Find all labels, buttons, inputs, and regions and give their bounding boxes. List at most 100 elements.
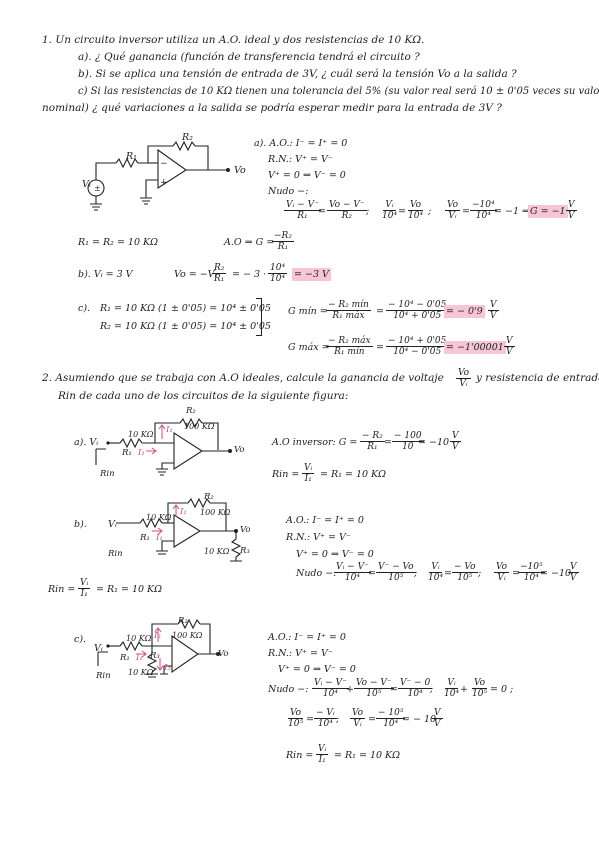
q2c-i3-label: I₃ [164,663,171,673]
q2b-r2-value: 100 KΩ [200,508,231,517]
q2-statement-line2: Rin de cada uno de los circuitos de la s… [58,390,349,402]
q2b-r3-label: R₃ [240,546,250,556]
q1a-frac2: Vo − V⁻R₂ [327,200,367,221]
q1c-gmax-label: G máx = [288,342,330,353]
q2b-rin-label: Rin [108,549,123,559]
q2b-label: b). [74,519,87,530]
q2c-ao: A.O.: I⁻ = I⁺ = 0 [268,632,346,643]
q2c-r2-value: 100 KΩ [172,631,203,640]
q1-part-c-line1: c) Si las resistencias de 10 KΩ tienen u… [78,86,599,97]
q1b-result: = −3 V [292,268,331,281]
q2b-vplus: V⁺ = 0 ⇒ V⁻ = 0 [296,549,374,560]
q1a-node: Nudo −: [268,186,309,197]
q1a-vplus: V⁺ = 0 ⇒ V⁻ = 0 [268,170,346,181]
q2c-r2-label: R₂ [178,616,188,626]
q2c-r1-label: R₁ [120,653,130,663]
q2b-rin: Rin = [48,584,76,595]
q2a-rin: Rin = [272,469,300,480]
q2a-rin-label: Rin [100,469,115,479]
q2a-r1-label: R₁ [122,448,132,458]
q2b-r1-value: 10 KΩ [146,513,172,522]
q2c-vi-label: Vᵢ [94,643,103,654]
q1c-bracket [256,298,262,336]
q2a-i1-label: I₁ [166,425,173,435]
q1-vi-label: Vᵢ [82,179,91,190]
q1a-ao: a). A.O.: I⁻ = I⁺ = 0 [254,138,348,149]
q1a-rn: R.N.: V⁺ = V⁻ [268,154,333,165]
q2b-gain-result: = −10 [540,568,572,579]
svg-text:±: ± [94,184,101,193]
q2a-r2-value: 100 KΩ [184,422,215,431]
q2a-r1-value: 10 KΩ [128,430,154,439]
q2c-label: c). [74,634,87,645]
q2c-r3-label: R₃ [150,651,160,661]
q1-part-a: a). ¿ Qué ganancia (función de transfere… [78,51,420,63]
q2b-r3-value: 10 KΩ [204,547,230,556]
q1c-gmin-result: = − 0'9 [444,305,485,318]
q1c-gmin-label: G mín = [288,306,328,317]
q2a-sol: A.O inversor: G = [272,437,358,448]
q2c-i2-label: I₂ [154,631,161,641]
q2a-vo-label: Vo [234,445,245,455]
q2b-rn: R.N.: V⁺ = V⁻ [286,532,351,543]
q2c-frac2: Vo − V⁻10⁵ [354,678,394,699]
q2b-rin-result: = R₁ = 10 KΩ [96,584,163,595]
q2b-r1-label: R₁ [140,533,150,543]
q1c-label: c). [78,303,91,314]
q2b-i1b-label: I₁ [156,533,163,543]
svg-text:−: − [160,159,168,169]
q1-ao-gain: A.O ⇒ G = [224,237,275,248]
q2b-vi-label: Vᵢ [108,519,117,530]
q2c-frac1: Vᵢ − V⁻10⁴ [312,678,349,699]
q2b-circuit [100,495,250,567]
q2c-rn: R.N.: V⁺ = V⁻ [268,648,333,659]
q1-vo-label: Vo [234,165,246,176]
q1b-vo: Vo = −Vᵢ [174,269,217,280]
q1-r1-label: R₁ [126,151,137,162]
q2-statement-end: y resistencia de entrada [476,372,599,384]
q1-inverter-circuit: ± − + [78,128,230,220]
q1-r2-label: R₂ [182,132,193,143]
q1-given: R₁ = R₂ = 10 KΩ [78,237,159,248]
q2c-rin: Rin = [286,750,314,761]
q2a-circuit [100,405,232,477]
q2a-gain-result: = −10 [418,437,450,448]
q2c-rin-result: = R₁ = 10 KΩ [334,750,401,761]
q2a-rin-result: = R₁ = 10 KΩ [320,469,387,480]
svg-text:+: + [160,178,168,188]
q2c-circuit [100,612,220,684]
q1b-input: b). Vᵢ = 3 V [78,269,133,280]
q2c-vo-label: Vo [218,649,229,659]
q2c-i1-label: I₁ [136,653,143,663]
q2a-i1b-label: I₁ [138,448,145,458]
q2b-frac1: Vᵢ − V⁻10⁴ [334,562,371,583]
q2b-node: Nudo −: [296,568,337,579]
q2c-node-result: = 0 ; [490,684,514,695]
q2c-rin-label: Rin [96,671,111,681]
q2b-r2-label: R₂ [204,492,214,502]
